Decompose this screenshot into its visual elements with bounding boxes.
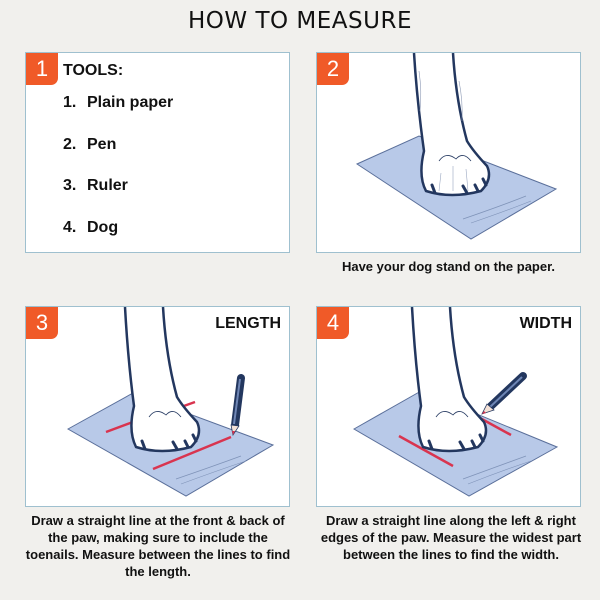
tool-item: 2.Pen xyxy=(63,135,117,153)
tools-list: 1.Plain paper 2.Pen 3.Ruler 4.Dog xyxy=(63,93,174,252)
caption-width: Draw a straight line along the left & ri… xyxy=(320,513,582,562)
tool-item: 3.Ruler xyxy=(63,177,128,194)
pencil-icon xyxy=(230,374,245,437)
tool-item: 4.Dog xyxy=(63,218,119,236)
paw-length-illustration xyxy=(66,307,275,497)
step-badge-4: 4 xyxy=(317,307,349,339)
pencil-icon xyxy=(481,372,527,415)
tools-heading: TOOLS: xyxy=(63,62,124,79)
panel-tools: 1 TOOLS: 1.Plain paper 2.Pen 3.Ruler 4.D… xyxy=(25,52,290,253)
paw-on-paper-illustration xyxy=(355,53,558,240)
panel-stand: 2 xyxy=(316,52,581,253)
panel-length: 3 LENGTH xyxy=(25,306,290,507)
width-label: WIDTH xyxy=(519,315,572,332)
tool-item: 1.Plain paper xyxy=(63,94,174,111)
length-label: LENGTH xyxy=(215,315,281,332)
paw-width-illustration xyxy=(352,307,559,497)
caption-length: Draw a straight line at the front & back… xyxy=(25,513,291,579)
page-title: HOW TO MEASURE xyxy=(188,8,412,34)
panel-width: 4 WIDTH xyxy=(316,306,581,507)
step-badge-3: 3 xyxy=(26,307,58,339)
step-badge-1: 1 xyxy=(26,53,58,85)
step-badge-2: 2 xyxy=(317,53,349,85)
caption-stand: Have your dog stand on the paper. xyxy=(341,259,556,274)
